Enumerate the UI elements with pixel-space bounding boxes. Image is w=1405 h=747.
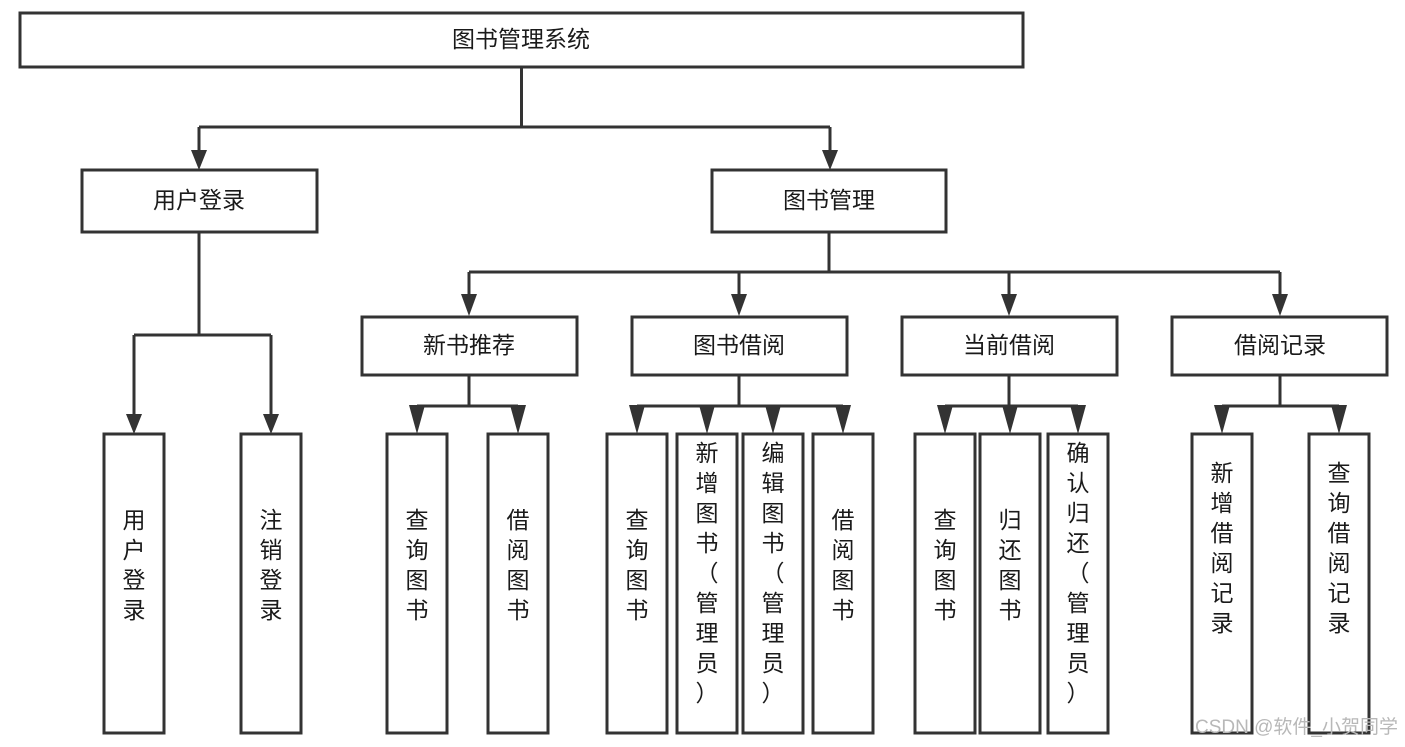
node-borrow-record-box[interactable] xyxy=(1170,315,1389,377)
node-current-borrow-label: 当前借阅 xyxy=(963,332,1055,358)
node-leaf-query-record[interactable]: 查询借阅记录 xyxy=(1307,432,1371,735)
node-leaf-borrow-book-1[interactable]: 借阅图书 xyxy=(486,432,550,735)
arrowhead-leaf-borrow-book-1 xyxy=(510,405,526,434)
node-leaf-borrow-book-2[interactable]: 借阅图书 xyxy=(811,432,875,735)
node-leaf-user-logout-label: 注销登录 xyxy=(260,507,283,623)
node-new-book-rec-box[interactable] xyxy=(360,315,579,377)
node-leaf-user-logout-box[interactable] xyxy=(239,432,303,735)
node-current-borrow[interactable]: 当前借阅 xyxy=(900,315,1119,377)
arrowhead-leaf-query-book-2 xyxy=(629,405,645,434)
arrowhead-leaf-query-book-1 xyxy=(409,405,425,434)
node-leaf-return-book-label: 归还图书 xyxy=(999,507,1022,623)
node-leaf-user-login-label: 用户登录 xyxy=(123,507,146,623)
node-leaf-user-logout[interactable]: 注销登录 xyxy=(239,432,303,735)
node-root[interactable]: 图书管理系统 xyxy=(18,11,1025,69)
arrowhead-leaf-add-record xyxy=(1214,405,1230,434)
node-root-label: 图书管理系统 xyxy=(452,26,590,52)
node-leaf-query-book-2-box[interactable] xyxy=(605,432,669,735)
arrowhead-book-manage xyxy=(822,150,838,170)
arrowhead-book-borrow xyxy=(731,294,747,316)
arrowhead-leaf-return-book xyxy=(1002,405,1018,434)
node-book-borrow-label: 图书借阅 xyxy=(693,332,785,358)
node-leaf-confirm-return[interactable]: 确认归还（管理员） xyxy=(1046,432,1110,735)
arrowhead-current-borrow xyxy=(1001,294,1017,316)
node-leaf-edit-book[interactable]: 编辑图书（管理员） xyxy=(741,432,805,735)
node-leaf-query-record-label: 查询借阅记录 xyxy=(1328,460,1351,636)
node-new-book-rec-label: 新书推荐 xyxy=(423,332,515,358)
node-leaf-confirm-return-box[interactable] xyxy=(1046,432,1110,735)
arrowhead-leaf-borrow-book-2 xyxy=(835,405,851,434)
node-leaf-user-login[interactable]: 用户登录 xyxy=(102,432,166,735)
node-root-box[interactable] xyxy=(18,11,1025,69)
node-user-login-box[interactable] xyxy=(80,168,319,234)
arrowhead-new-book-rec xyxy=(461,294,477,316)
node-leaf-return-book[interactable]: 归还图书 xyxy=(978,432,1042,735)
node-leaf-query-book-3-box[interactable] xyxy=(913,432,977,735)
node-leaf-add-book-label: 新增图书（管理员） xyxy=(696,440,719,706)
node-borrow-record[interactable]: 借阅记录 xyxy=(1170,315,1389,377)
arrowhead-leaf-confirm-return xyxy=(1070,405,1086,434)
node-leaf-query-book-3[interactable]: 查询图书 xyxy=(913,432,977,735)
node-leaf-borrow-book-2-box[interactable] xyxy=(811,432,875,735)
arrowhead-borrow-record xyxy=(1272,294,1288,316)
node-leaf-query-book-1-box[interactable] xyxy=(385,432,449,735)
node-new-book-rec[interactable]: 新书推荐 xyxy=(360,315,579,377)
node-book-manage[interactable]: 图书管理 xyxy=(710,168,948,234)
node-leaf-borrow-book-1-box[interactable] xyxy=(486,432,550,735)
node-user-login-label: 用户登录 xyxy=(153,187,245,213)
node-leaf-add-record[interactable]: 新增借阅记录 xyxy=(1190,432,1254,735)
node-leaf-add-record-box[interactable] xyxy=(1190,432,1254,735)
node-current-borrow-box[interactable] xyxy=(900,315,1119,377)
node-leaf-user-login-box[interactable] xyxy=(102,432,166,735)
arrowhead-leaf-edit-book xyxy=(765,405,781,434)
arrowhead-leaf-query-record xyxy=(1331,405,1347,434)
node-leaf-edit-book-box[interactable] xyxy=(741,432,805,735)
connector-layer xyxy=(126,67,1347,434)
node-leaf-borrow-book-1-label: 借阅图书 xyxy=(507,507,530,623)
node-leaf-query-record-box[interactable] xyxy=(1307,432,1371,735)
node-leaf-add-record-label: 新增借阅记录 xyxy=(1211,460,1234,636)
node-leaf-query-book-2[interactable]: 查询图书 xyxy=(605,432,669,735)
node-leaf-query-book-3-label: 查询图书 xyxy=(934,507,957,623)
node-leaf-add-book[interactable]: 新增图书（管理员） xyxy=(675,432,739,735)
node-book-borrow[interactable]: 图书借阅 xyxy=(630,315,849,377)
arrowhead-leaf-user-logout xyxy=(263,414,279,434)
node-book-manage-label: 图书管理 xyxy=(783,187,875,213)
node-borrow-record-label: 借阅记录 xyxy=(1234,332,1326,358)
node-leaf-query-book-1[interactable]: 查询图书 xyxy=(385,432,449,735)
node-leaf-add-book-box[interactable] xyxy=(675,432,739,735)
csdn-watermark: CSDN @软件_小贺同学 xyxy=(1195,716,1398,738)
node-book-manage-box[interactable] xyxy=(710,168,948,234)
arrowhead-user-login xyxy=(191,150,207,170)
arrowhead-leaf-query-book-3 xyxy=(937,405,953,434)
arrowhead-leaf-user-login xyxy=(126,414,142,434)
node-user-login[interactable]: 用户登录 xyxy=(80,168,319,234)
node-leaf-confirm-return-label: 确认归还（管理员） xyxy=(1067,440,1090,706)
node-leaf-return-book-box[interactable] xyxy=(978,432,1042,735)
node-leaf-query-book-1-label: 查询图书 xyxy=(406,507,429,623)
node-leaf-edit-book-label: 编辑图书（管理员） xyxy=(762,440,785,706)
node-book-borrow-box[interactable] xyxy=(630,315,849,377)
arrowhead-leaf-add-book xyxy=(699,405,715,434)
node-leaf-query-book-2-label: 查询图书 xyxy=(626,507,649,623)
node-leaf-borrow-book-2-label: 借阅图书 xyxy=(832,507,855,623)
